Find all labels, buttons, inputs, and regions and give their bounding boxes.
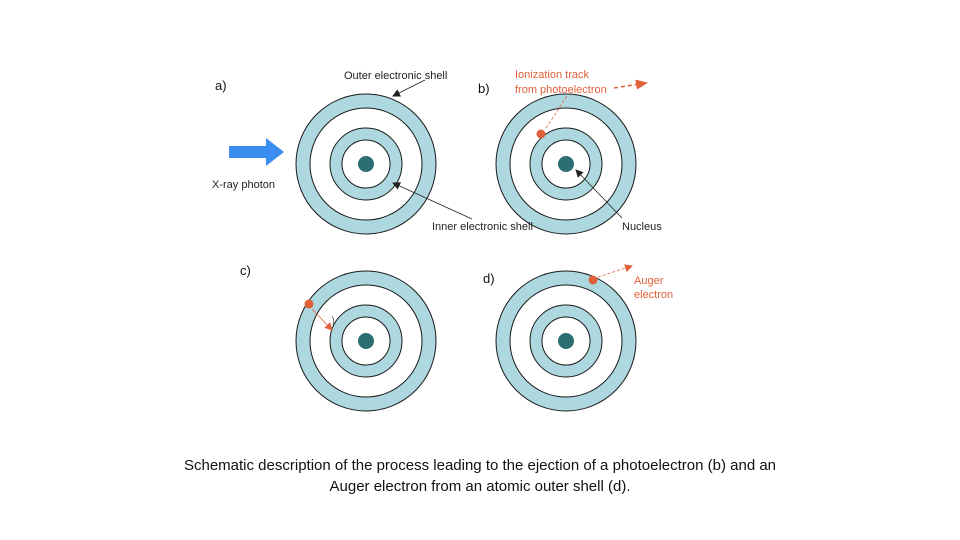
xray-photon-label: X-ray photon [212,179,275,191]
panel-label-b: b) [478,81,490,96]
caption-line-1: Schematic description of the process lea… [183,457,777,474]
inner-shell-label: Inner electronic shell [432,221,533,233]
panel-label-c: c) [240,263,251,278]
transition-gamma-mark [331,315,335,326]
outer-shell-label: Outer electronic shell [344,70,447,82]
atom-b [495,93,637,235]
auger-track-arrow [597,264,633,278]
atom-a [295,93,437,235]
atom-d [495,270,637,412]
caption-line-2: Auger electron from an atomic outer shel… [329,478,631,495]
outer-shell-pointer [392,79,426,97]
auger-electron [588,275,598,285]
electron-transition-arrow [311,308,333,331]
nucleus-label: Nucleus [622,221,662,233]
panel-label-d: d) [483,271,495,286]
xray-photon-arrow [229,138,284,166]
photoelectron [536,129,546,139]
figure-caption: Schematic description of the process lea… [100,455,860,497]
atom-c [295,270,437,412]
nucleus-b [558,156,574,172]
nucleus-d [558,333,574,349]
panel-label-a: a) [215,78,227,93]
nucleus-a [358,156,374,172]
ionization-track-arrow [613,79,648,90]
auger-label-line2: electron [634,289,673,301]
ionization-track-label-line1: Ionization track [515,69,589,81]
auger-label-line1: Auger [634,275,664,287]
inner-shell-pointer [392,182,473,220]
outer-electron-c [304,299,314,309]
ionization-track-line [545,95,568,129]
ionization-track-label-line2: from photoelectron [515,84,607,96]
nucleus-pointer [575,169,623,219]
nucleus-c [358,333,374,349]
